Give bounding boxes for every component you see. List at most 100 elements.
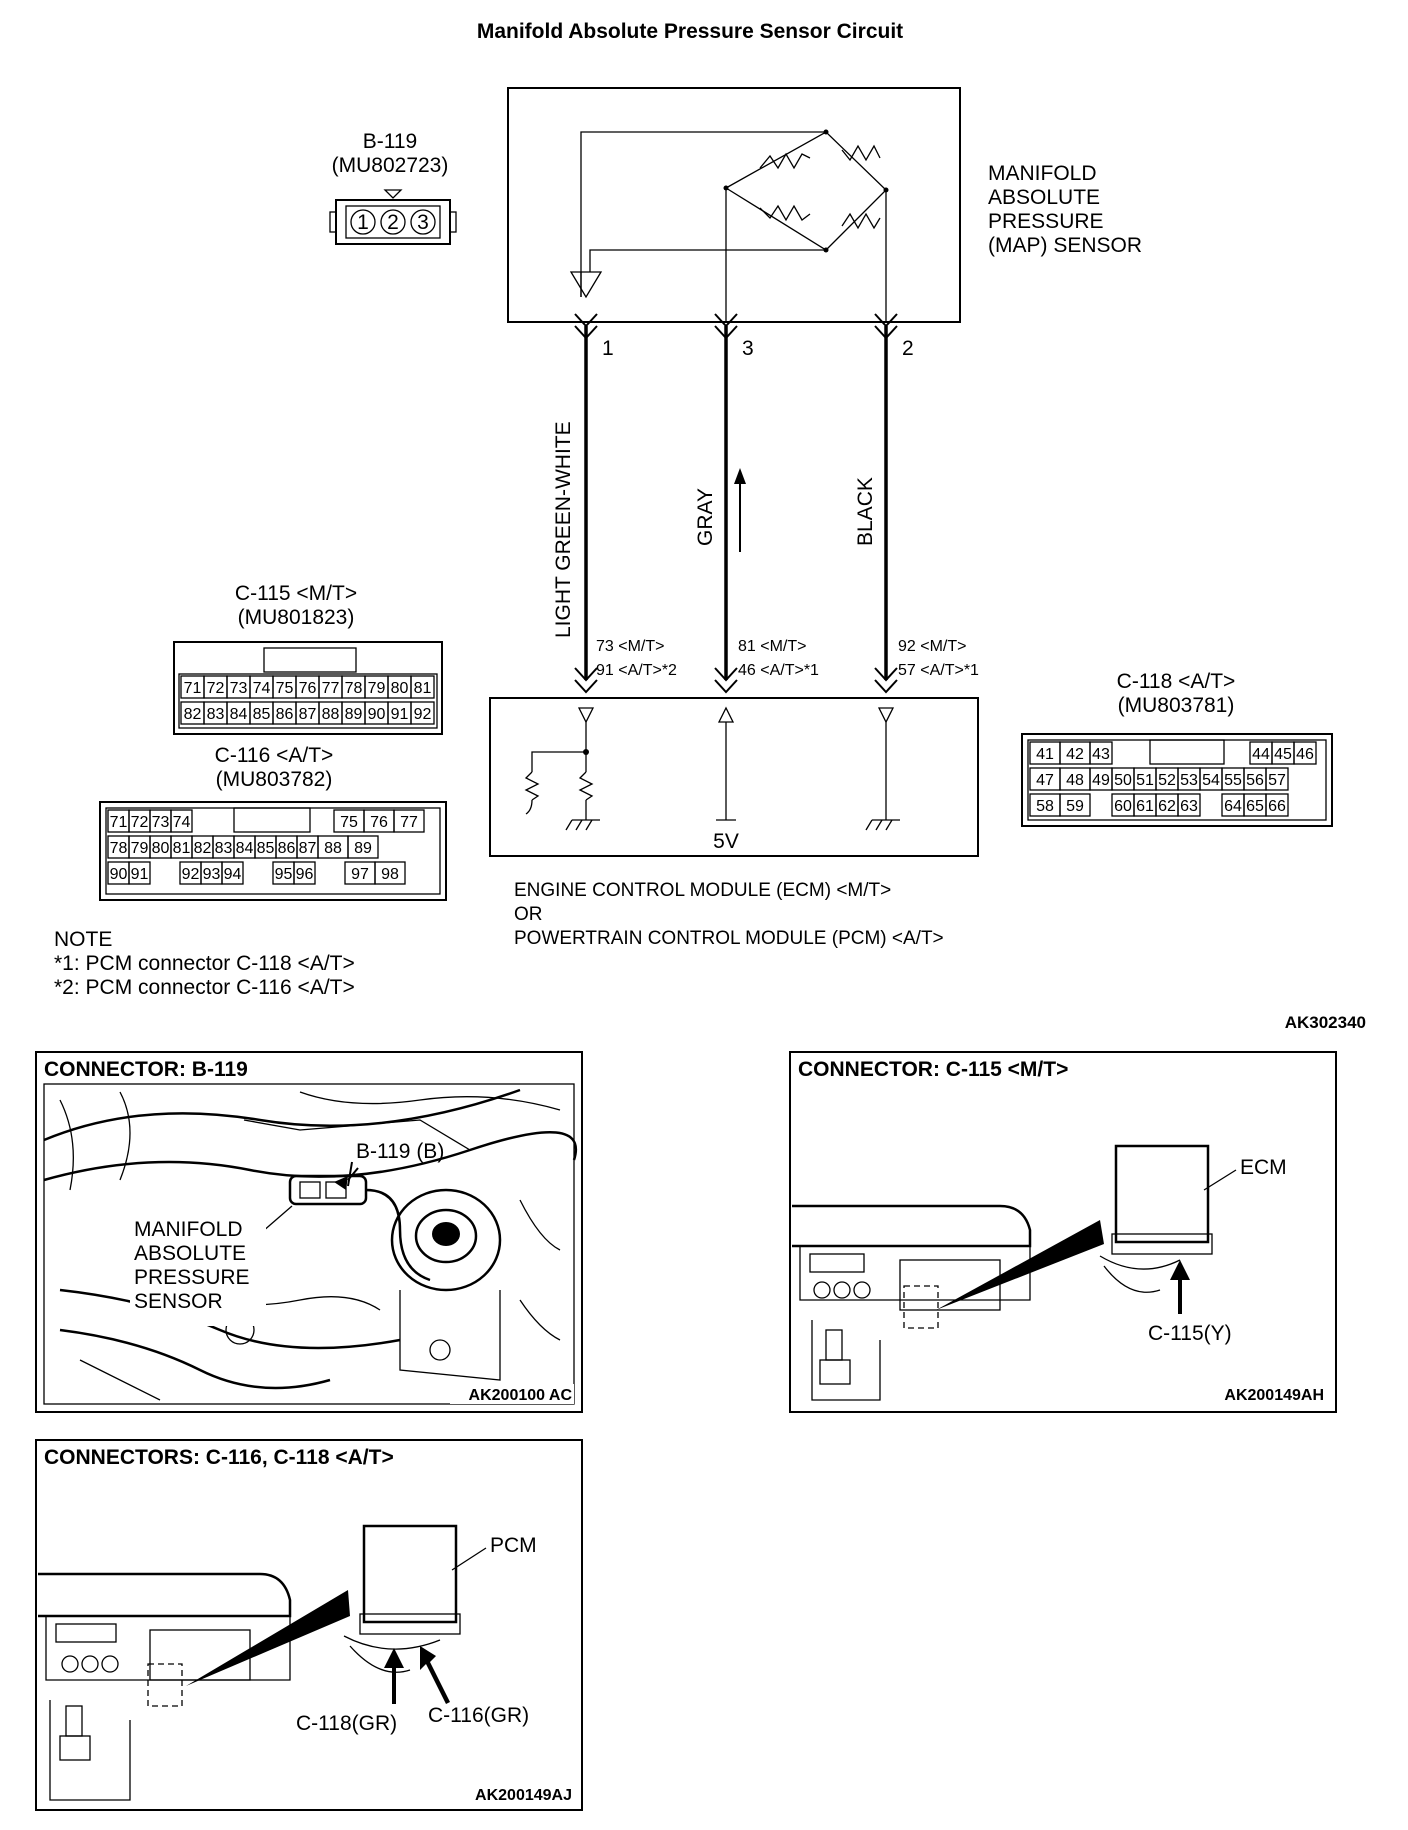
connector-pin-number: 98 <box>381 866 399 883</box>
connector-pin-number: 93 <box>203 866 221 883</box>
panel-c115-title: CONNECTOR: C-115 <M/T> <box>798 1058 1068 1081</box>
panel-c116-module: PCM <box>490 1534 537 1557</box>
page-title: Manifold Absolute Pressure Sensor Circui… <box>477 20 903 43</box>
connector-pin-number: 61 <box>1136 798 1154 815</box>
connector-pin-number: 60 <box>1114 798 1132 815</box>
c115-part-no: (MU801823) <box>238 606 355 629</box>
note-line: *1: PCM connector C-118 <A/T> <box>54 952 355 975</box>
panel-b119-callout: B-119 (B) <box>356 1140 444 1163</box>
b119-pin: 2 <box>387 211 399 234</box>
connector-pin-number: 81 <box>414 680 432 697</box>
wire-pin-at: 91 <A/T>*2 <box>596 662 677 679</box>
panel-c116-callout: C-116(GR) <box>428 1704 529 1727</box>
connector-pin-number: 84 <box>230 706 248 723</box>
connector-pin-number: 66 <box>1268 798 1286 815</box>
connector-pin-number: 53 <box>1180 772 1198 789</box>
connector-pin-number: 97 <box>351 866 369 883</box>
connector-pin-number: 71 <box>184 680 202 697</box>
connector-pin-number: 95 <box>275 866 293 883</box>
connector-pin-number: 78 <box>110 840 128 857</box>
connector-pin-number: 62 <box>1158 798 1176 815</box>
note-heading: NOTE <box>54 928 112 951</box>
map-sensor: MANIFOLD ABSOLUTE PRESSURE (MAP) SENSOR <box>507 87 1142 323</box>
panel-c116-title: CONNECTORS: C-116, C-118 <A/T> <box>44 1446 394 1469</box>
connector-pin-number: 75 <box>340 814 358 831</box>
connector-pin-number: 77 <box>322 680 340 697</box>
connector-pin-cell <box>1265 793 1289 817</box>
connector-pin-number: 96 <box>296 866 314 883</box>
wire-pin-at: 57 <A/T>*1 <box>898 662 979 679</box>
connector-pin-number: 86 <box>276 706 294 723</box>
connector-pin-number: 56 <box>1246 772 1264 789</box>
connector-pin-number: 63 <box>1180 798 1198 815</box>
connector-pin-number: 79 <box>131 840 149 857</box>
connector-pin-number: 77 <box>400 814 418 831</box>
connector-pin-number: 94 <box>224 866 242 883</box>
connector-pin-number: 92 <box>414 706 432 723</box>
c118-id: C-118 <A/T> <box>1117 670 1236 693</box>
connector-pin-number: 75 <box>276 680 294 697</box>
module-label-line: OR <box>514 904 543 925</box>
connector-pin-number: 71 <box>110 814 128 831</box>
connector-pin-number: 41 <box>1036 746 1054 763</box>
connector-pin-number: 82 <box>194 840 212 857</box>
connector-pin-number: 42 <box>1066 746 1084 763</box>
module-label-line: ENGINE CONTROL MODULE (ECM) <M/T> <box>514 880 891 901</box>
panel-b119-label-line: SENSOR <box>134 1290 223 1313</box>
note-line: *2: PCM connector C-116 <A/T> <box>54 976 355 999</box>
connector-pin-number: 89 <box>354 840 372 857</box>
connector-pin-number: 87 <box>299 706 317 723</box>
connector-pin-cell <box>170 809 193 833</box>
connector-pin-number: 59 <box>1066 798 1084 815</box>
connector-pin-cell <box>1059 793 1091 817</box>
connector-pin-cell <box>1293 741 1317 765</box>
b119-id: B-119 <box>363 130 417 153</box>
connector-pin-number: 64 <box>1224 798 1242 815</box>
connector-pin-number: 57 <box>1268 772 1286 789</box>
panel-b119: CONNECTOR: B-119 B-119 (B) MANIFOLD ABSO… <box>35 1051 583 1413</box>
control-module: 5V <box>489 697 979 857</box>
connector-pin-number: 54 <box>1202 772 1220 789</box>
connector-pin-number: 74 <box>173 814 191 831</box>
panel-c115-fig: AK200149AH <box>1224 1387 1324 1404</box>
connector-pin-number: 76 <box>299 680 317 697</box>
connector-pin-number: 88 <box>324 840 342 857</box>
connector-pin-number: 81 <box>173 840 191 857</box>
sensor-terminal: 2 <box>902 337 914 360</box>
connector-pin-cell <box>1265 767 1289 791</box>
panel-c115-callout: C-115(Y) <box>1148 1322 1232 1345</box>
sensor-name-line: ABSOLUTE <box>988 186 1100 209</box>
connector-pin-number: 76 <box>370 814 388 831</box>
connector-pin-number: 89 <box>345 706 363 723</box>
connector-pin-number: 80 <box>391 680 409 697</box>
connector-pin-cell <box>1089 741 1113 765</box>
connector-pin-number: 79 <box>368 680 386 697</box>
connector-pin-number: 84 <box>236 840 254 857</box>
connector-pin-number: 90 <box>368 706 386 723</box>
panel-b119-fig: AK200100 AC <box>469 1387 573 1404</box>
wire-harness: 1 3 2 LIGHT GREEN-WHITE GRAY BLACK 73 <M… <box>552 313 979 694</box>
connector-pin-number: 91 <box>391 706 409 723</box>
connector-pin-number: 88 <box>322 706 340 723</box>
connector-pin-number: 91 <box>131 866 149 883</box>
connector-pin-number: 83 <box>207 706 225 723</box>
b119-connector-symbol: B-119 (MU802723) 1 2 3 <box>329 130 457 245</box>
sensor-name-line: PRESSURE <box>988 210 1104 233</box>
panel-b119-label-line: PRESSURE <box>134 1266 250 1289</box>
b119-pin: 1 <box>357 211 369 234</box>
connector-pin-cell <box>374 861 406 885</box>
connector-pin-cell <box>393 809 425 833</box>
sensor-terminal: 3 <box>742 337 754 360</box>
connector-pin-number: 85 <box>257 840 275 857</box>
connector-pin-number: 46 <box>1296 746 1314 763</box>
connector-pin-number: 52 <box>1158 772 1176 789</box>
connector-pin-cell <box>293 861 316 885</box>
connector-pin-cell <box>410 675 435 699</box>
connector-pin-number: 72 <box>131 814 149 831</box>
panel-c115: CONNECTOR: C-115 <M/T> ECM C-115(Y) AK20… <box>789 1051 1337 1413</box>
connector-pin-number: 73 <box>230 680 248 697</box>
connector-pin-cell <box>1177 793 1201 817</box>
